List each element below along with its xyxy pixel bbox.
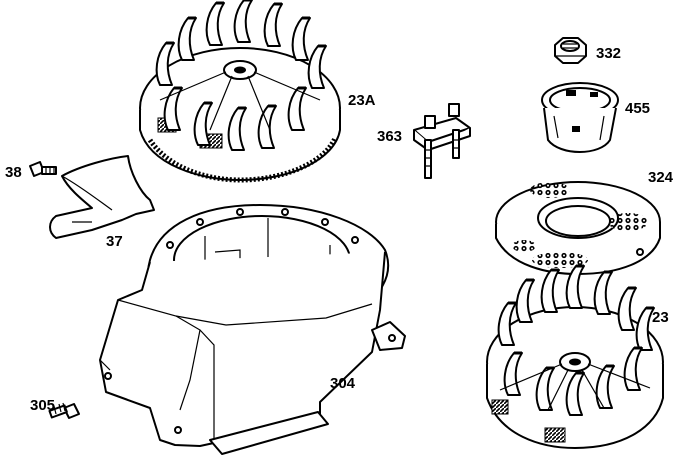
label-305: 305 xyxy=(30,397,55,414)
flywheel-23a xyxy=(139,0,341,183)
label-304: 304 xyxy=(330,375,356,392)
label-324: 324 xyxy=(648,169,674,186)
screw-38 xyxy=(29,161,57,177)
label-363: 363 xyxy=(377,128,402,145)
air-guide-37 xyxy=(49,155,155,239)
bracket-363 xyxy=(413,103,471,179)
nut-332 xyxy=(554,37,587,64)
label-38: 38 xyxy=(5,164,22,181)
rotating-screen-324 xyxy=(495,181,661,275)
starter-cup-455 xyxy=(541,82,619,153)
label-23a: 23A xyxy=(348,92,376,109)
label-37: 37 xyxy=(106,233,123,250)
label-23: 23 xyxy=(652,309,669,326)
flywheel-23 xyxy=(486,264,664,449)
label-332: 332 xyxy=(596,45,621,62)
blower-housing-304 xyxy=(99,204,406,455)
label-455: 455 xyxy=(625,100,650,117)
screw-305 xyxy=(48,402,80,419)
